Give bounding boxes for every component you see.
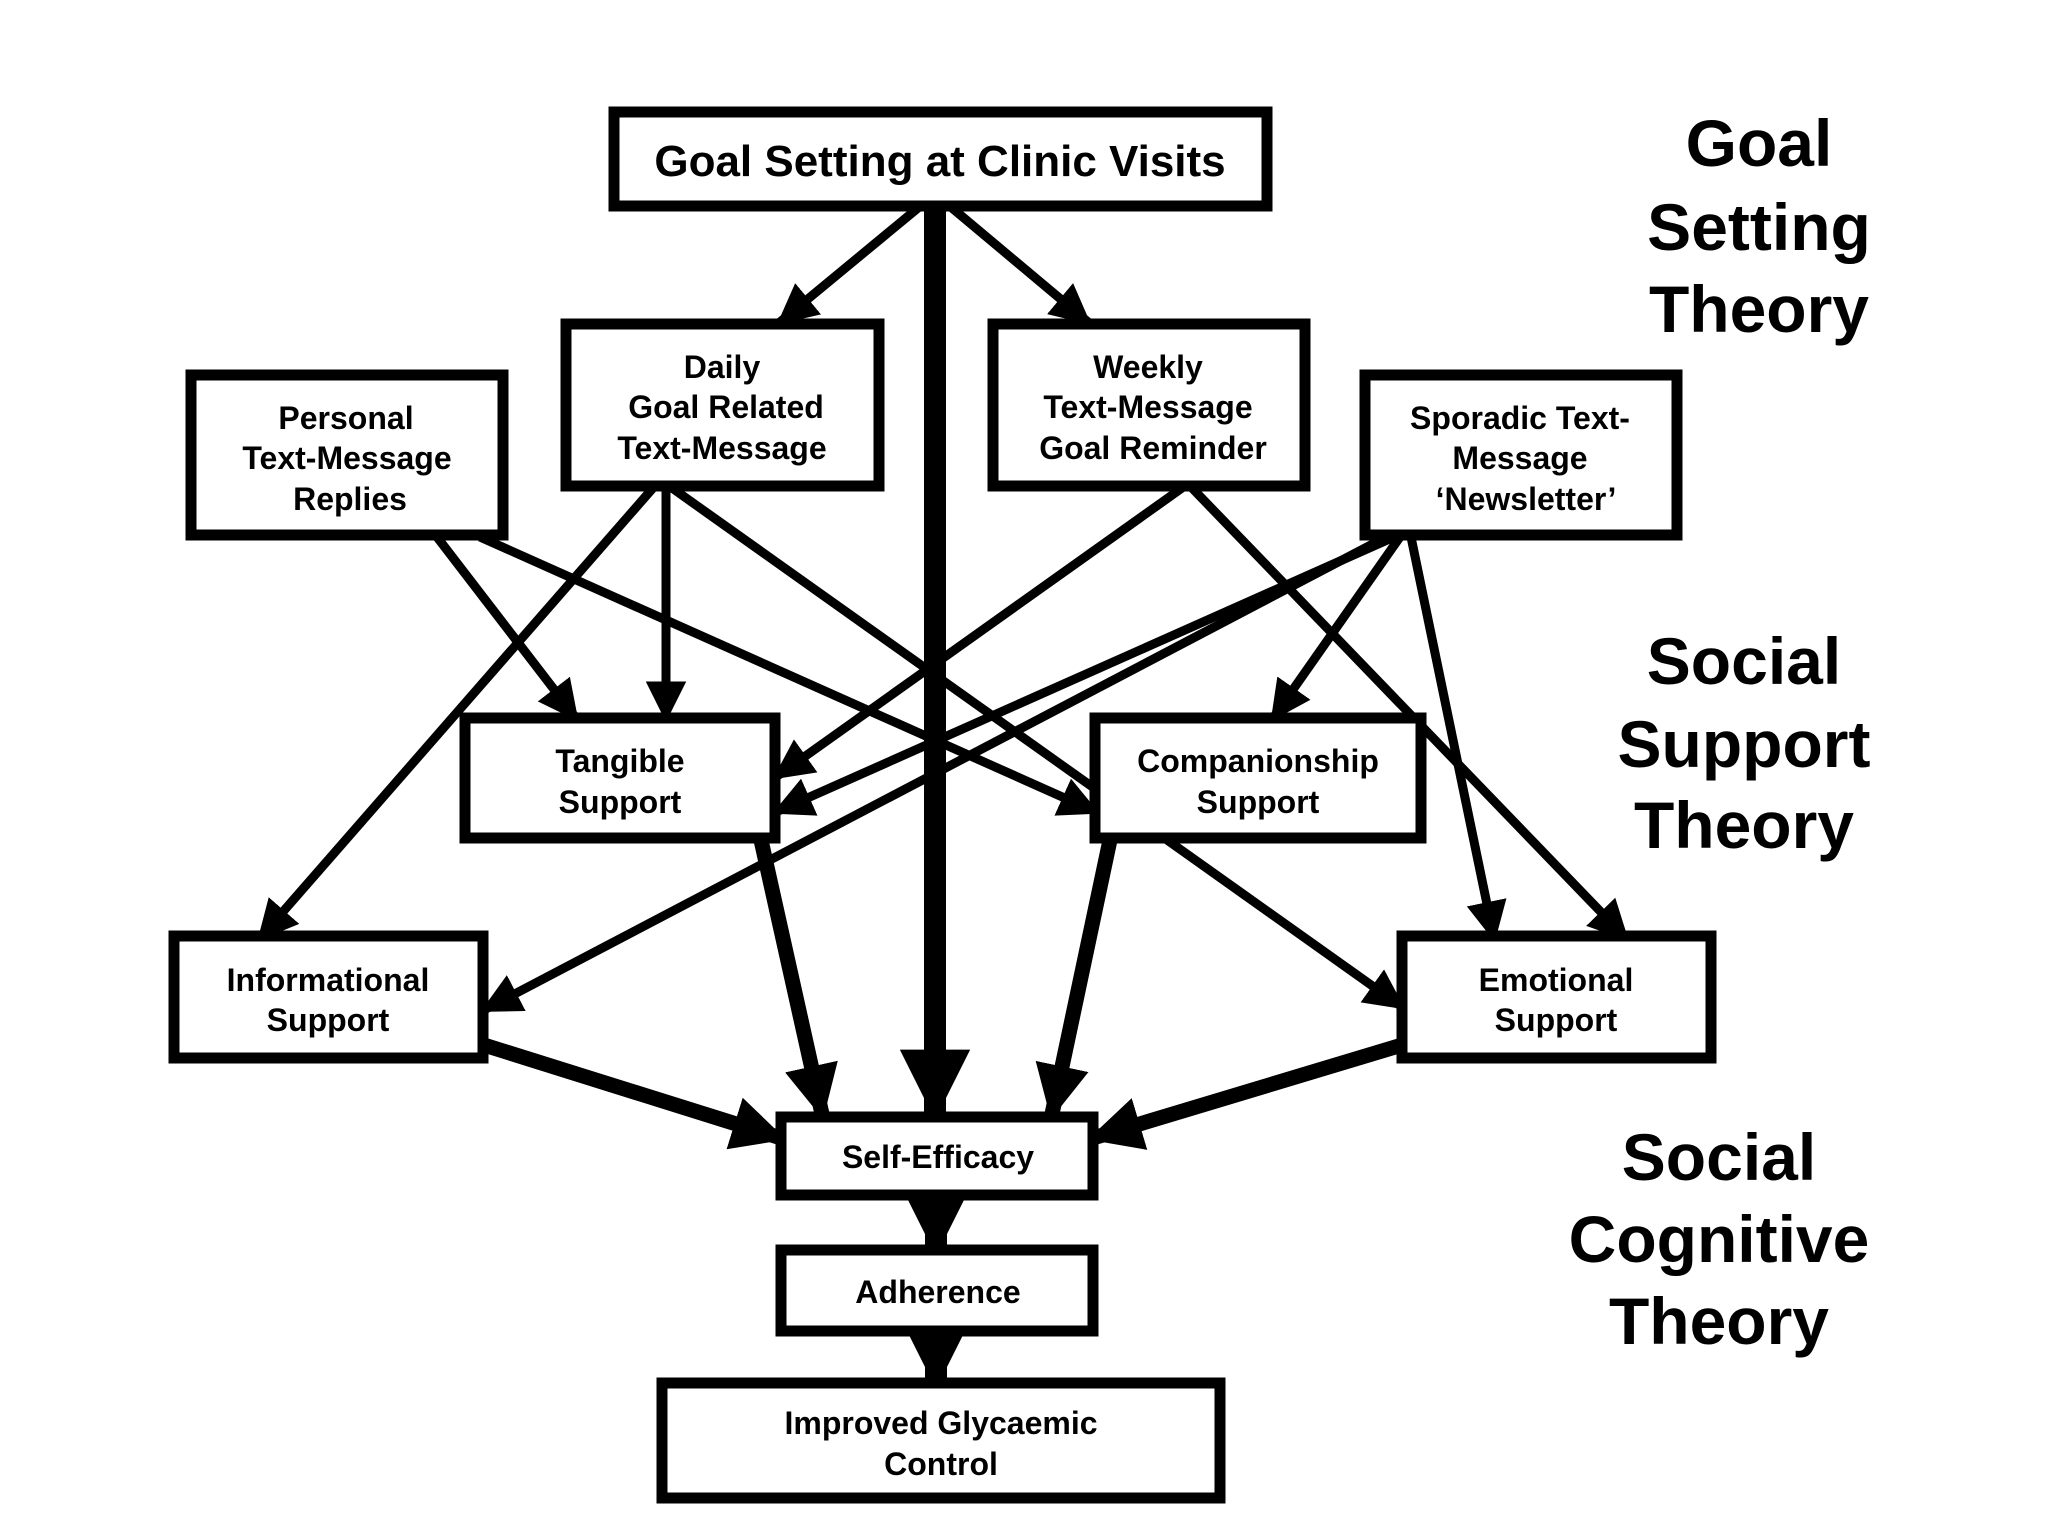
node-label-line: Text-Message: [1043, 389, 1252, 425]
edge-personal-to-tangible: [433, 534, 580, 722]
node-label-line: Text-Message: [242, 440, 451, 476]
node-informational-support: Informational Support: [168, 930, 489, 1064]
node-adherence: Adherence: [775, 1244, 1099, 1337]
node-improved-glycaemic-control: Improved Glycaemic Control: [656, 1377, 1226, 1504]
node-label-line: Support: [1197, 784, 1320, 820]
node-personal-text-message-replies: Personal Text-Message Replies: [185, 369, 509, 541]
node-label-line: Goal Related: [628, 389, 824, 425]
node-label-line: Informational: [227, 962, 430, 998]
node-goal-setting-at-clinic-visits: Goal Setting at Clinic Visits: [608, 106, 1273, 212]
node-label: Adherence: [855, 1274, 1020, 1310]
node-label-line: Support: [559, 784, 682, 820]
theory-label-social-cognitive: Social Cognitive Theory: [1569, 1120, 1870, 1358]
theory-label-line: Cognitive: [1569, 1202, 1870, 1276]
node-label-line: Message: [1452, 440, 1587, 476]
theory-label-goal-setting: Goal Setting Theory: [1647, 106, 1871, 346]
node-label-line: Personal: [278, 400, 413, 436]
node-weekly-text-message-goal-reminder: Weekly Text-Message Goal Reminder: [987, 318, 1311, 492]
edge-emotional-to-self-efficacy: [1087, 1037, 1405, 1150]
node-label-line: Tangible: [555, 743, 684, 779]
nodes-layer: Goal Setting at Clinic Visits Daily Goal…: [168, 106, 1717, 1504]
theory-label-line: Social: [1647, 624, 1841, 698]
node-companionship-support: Companionship Support: [1089, 712, 1427, 844]
edge-companionship-to-self-efficacy: [1035, 838, 1118, 1120]
node-label-line: Improved Glycaemic: [784, 1405, 1097, 1441]
theory-label-line: Theory: [1634, 788, 1854, 862]
theory-label-line: Theory: [1649, 272, 1869, 346]
node-label-line: Text-Message: [617, 430, 826, 466]
edge-sporadic-to-emotional: [1406, 536, 1507, 942]
edge-informational-to-self-efficacy: [481, 1037, 787, 1150]
theory-label-social-support: Social Support Theory: [1618, 624, 1871, 862]
node-daily-goal-related-text-message: Daily Goal Related Text-Message: [560, 318, 885, 492]
edge-goal-setting-to-weekly: [949, 204, 1092, 326]
node-tangible-support: Tangible Support: [459, 712, 781, 844]
node-label-line: Companionship: [1137, 743, 1379, 779]
theory-label-line: Setting: [1647, 190, 1871, 264]
theory-label-line: Support: [1618, 707, 1871, 781]
node-label-line: Emotional: [1479, 962, 1634, 998]
edge-weekly-to-tangible: [772, 484, 1185, 781]
node-emotional-support: Emotional Support: [1396, 930, 1717, 1064]
node-label-line: Weekly: [1093, 349, 1203, 385]
node-label: Self-Efficacy: [842, 1139, 1034, 1175]
node-label-line: Goal Reminder: [1039, 430, 1267, 466]
edges-layer: [256, 200, 1630, 1390]
edge-goal-setting-to-daily: [776, 204, 921, 326]
node-label-line: Daily: [684, 349, 761, 385]
edge-sporadic-to-informational: [480, 533, 1389, 1014]
theory-label-line: Goal: [1686, 106, 1833, 180]
edge-personal-to-companionship: [478, 532, 1100, 817]
edge-daily-to-emotional: [669, 484, 1406, 1011]
theory-labels: Goal Setting Theory Social Support Theor…: [1569, 106, 1871, 1358]
node-sporadic-text-message-newsletter: Sporadic Text- Message ‘Newsletter’: [1359, 369, 1683, 541]
theory-label-line: Social: [1622, 1120, 1816, 1194]
node-self-efficacy: Self-Efficacy: [775, 1111, 1099, 1201]
node-label: Goal Setting at Clinic Visits: [654, 137, 1225, 186]
edge-daily-to-informational: [256, 485, 657, 942]
node-label-line: ‘Newsletter’: [1436, 481, 1617, 517]
edge-tangible-to-self-efficacy: [753, 838, 838, 1120]
edge-sporadic-to-companionship: [1269, 534, 1404, 722]
node-label-line: Sporadic Text-: [1410, 400, 1630, 436]
theory-label-line: Theory: [1609, 1284, 1829, 1358]
node-label-line: Support: [267, 1002, 390, 1038]
node-label-line: Control: [884, 1446, 998, 1482]
node-label-line: Support: [1495, 1002, 1618, 1038]
node-label-line: Replies: [293, 481, 407, 517]
